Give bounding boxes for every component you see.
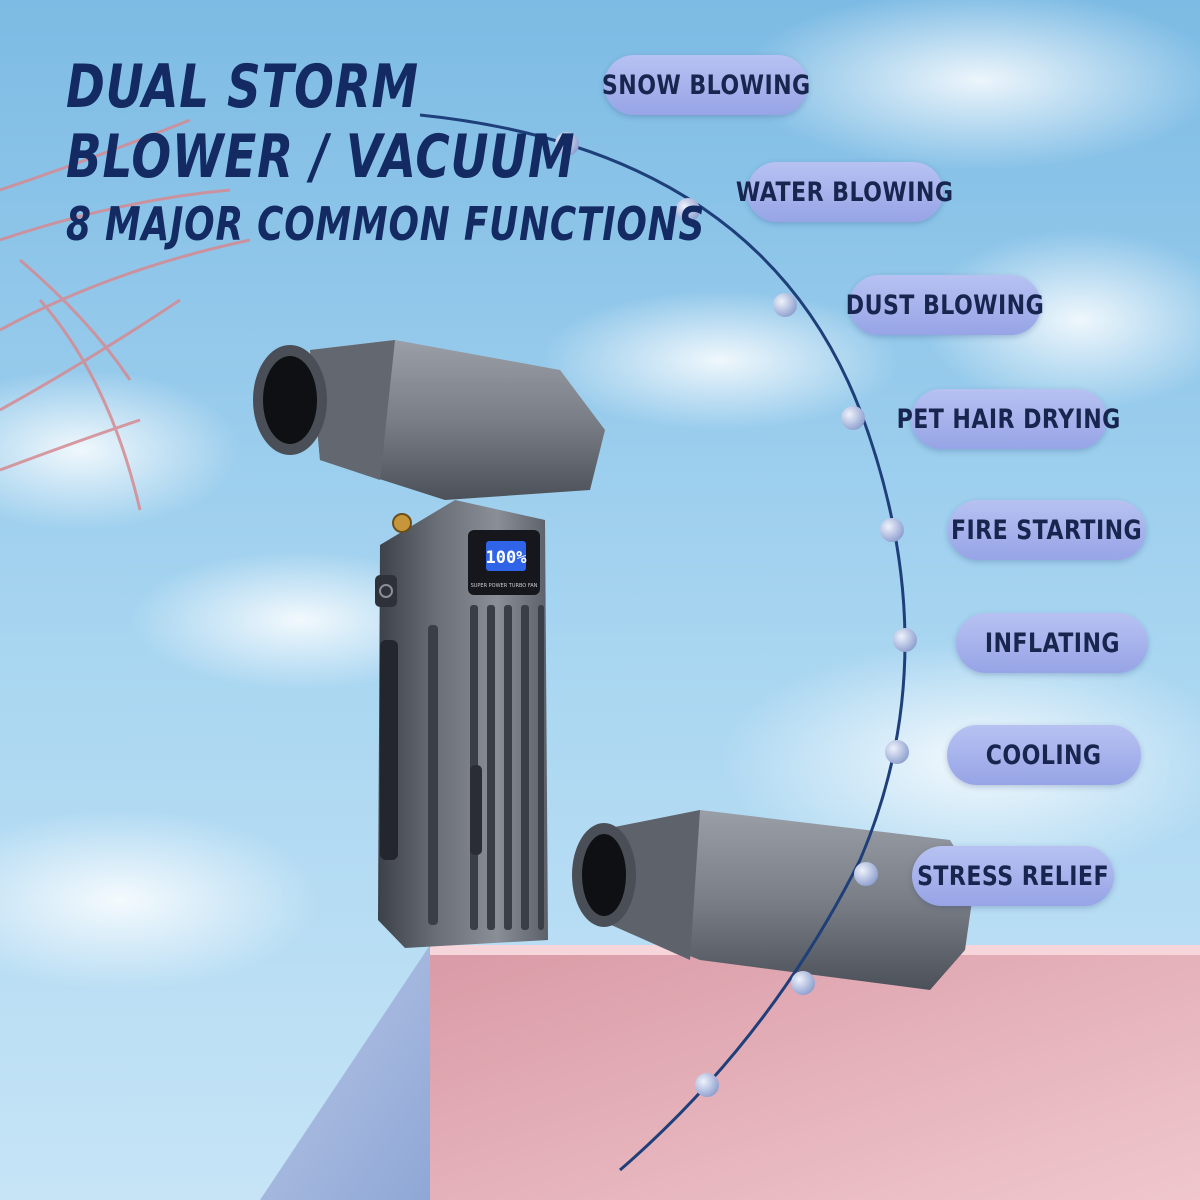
- headline-line-1: DUAL STORM: [66, 52, 419, 122]
- function-label: SNOW BLOWING: [601, 69, 811, 101]
- display-percent: 100%: [486, 548, 528, 568]
- function-dots: [555, 132, 917, 1097]
- display-caption: SUPER POWER TURBO FAN: [471, 583, 538, 589]
- headline-line-3: 8 MAJOR COMMON FUNCTIONS: [66, 197, 706, 251]
- headline-line-2: BLOWER / VACUUM: [66, 122, 576, 192]
- function-pill-fire-starting: FIRE STARTING: [948, 500, 1146, 560]
- function-pill-dust-blowing: DUST BLOWING: [845, 275, 1045, 335]
- function-pill-inflating: INFLATING: [956, 613, 1148, 673]
- function-pill-snow-blowing: SNOW BLOWING: [601, 55, 811, 115]
- function-label: DUST BLOWING: [845, 289, 1045, 321]
- function-pill-pet-hair-drying: PET HAIR DRYING: [897, 389, 1121, 449]
- function-label: FIRE STARTING: [951, 514, 1143, 546]
- function-pill-cooling: COOLING: [947, 725, 1141, 785]
- function-label: STRESS RELIEF: [917, 860, 1109, 892]
- function-pill-water-blowing: WATER BLOWING: [736, 162, 953, 222]
- function-label: PET HAIR DRYING: [896, 403, 1122, 435]
- function-label: COOLING: [986, 739, 1102, 771]
- headline: DUAL STORM BLOWER / VACUUM 8 MAJOR COMMO…: [66, 52, 705, 252]
- function-label: WATER BLOWING: [736, 176, 954, 208]
- function-pill-stress-relief: STRESS RELIEF: [912, 846, 1114, 906]
- function-label: INFLATING: [984, 627, 1120, 659]
